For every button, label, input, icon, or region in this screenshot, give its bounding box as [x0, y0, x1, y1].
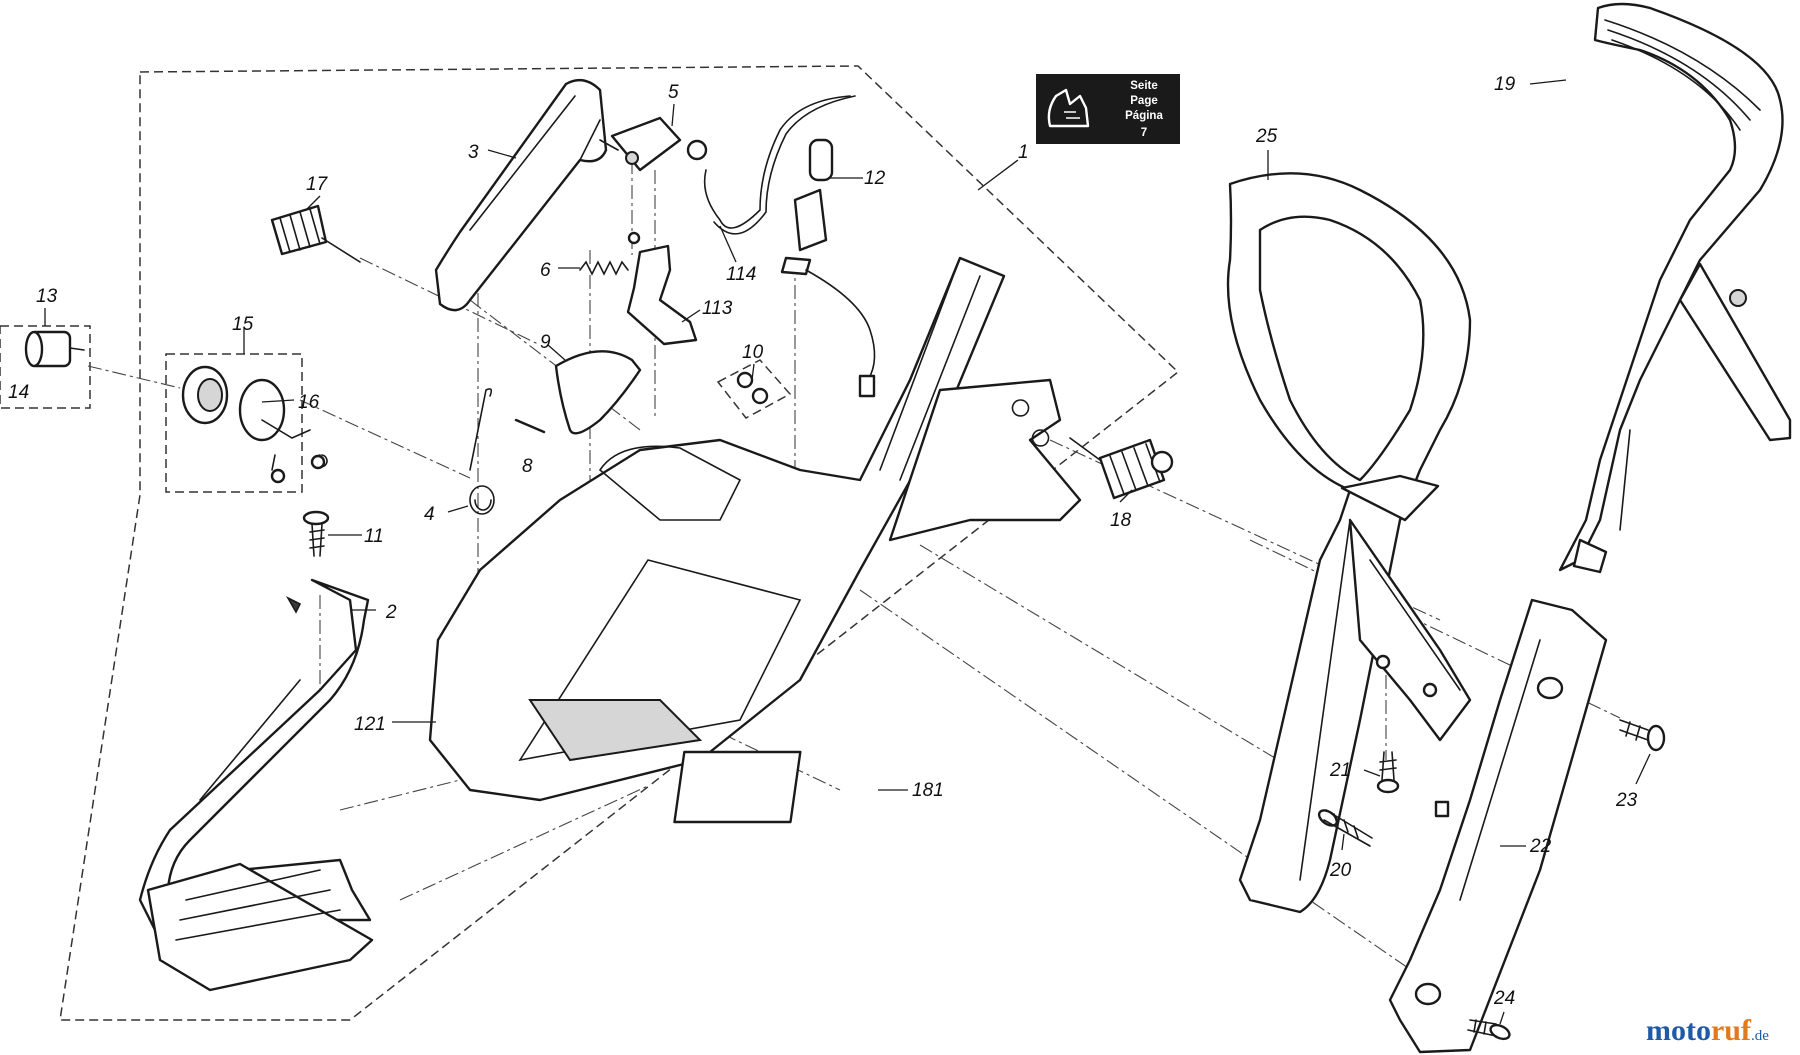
callout-labels: 1 2 3 4 5 6 8 9 10 11 12 13 14 15 16 17 … — [8, 74, 1638, 1009]
pin-8 — [514, 418, 546, 434]
callout-11: 11 — [364, 526, 384, 547]
callout-20: 20 — [1329, 860, 1352, 881]
callout-12: 12 — [864, 168, 886, 189]
grip-plug-part — [24, 330, 85, 368]
callout-14: 14 — [8, 382, 29, 403]
callout-17: 17 — [306, 174, 329, 195]
callout-4: 4 — [424, 504, 435, 525]
handle-cover-22 — [1388, 598, 1608, 1054]
callout-21: 21 — [1329, 760, 1351, 781]
callout-2: 2 — [385, 602, 397, 623]
callout-25: 25 — [1255, 126, 1278, 147]
ref-line-number: 7 — [1141, 127, 1147, 139]
hand-guard-icon — [1047, 88, 1090, 128]
callout-19: 19 — [1494, 74, 1516, 95]
spring-6 — [579, 231, 641, 276]
screw-23 — [1619, 719, 1666, 752]
callout-114: 114 — [726, 264, 756, 285]
main-housing-121 — [428, 256, 1082, 802]
top-handle-bow-19 — [1558, 2, 1792, 574]
callout-8: 8 — [522, 456, 533, 477]
callout-24: 24 — [1493, 988, 1515, 1009]
callout-121: 121 — [354, 714, 386, 735]
ref-line-page: Page — [1130, 95, 1158, 107]
callout-6: 6 — [540, 260, 551, 281]
cover-plate-9 — [554, 350, 642, 435]
assembly-boundary — [59, 65, 1180, 1021]
callout-9: 9 — [540, 332, 551, 353]
ref-line-pagina: Página — [1125, 110, 1163, 122]
torsion-spring-4 — [469, 388, 495, 515]
svg-text:motoruf.de: motoruf.de — [1646, 1014, 1769, 1047]
callout-18: 18 — [1110, 510, 1132, 531]
watermark-part-a: moto — [1646, 1014, 1711, 1047]
ref-line-seite: Seite — [1130, 80, 1158, 92]
cable-switch-12 — [703, 95, 876, 398]
leader-lines — [44, 79, 1651, 1025]
callout-23: 23 — [1615, 790, 1638, 811]
watermark-logo: motoruf.de — [1646, 1014, 1769, 1047]
screw-20 — [1317, 809, 1373, 847]
callout-3: 3 — [468, 142, 479, 163]
callout-181: 181 — [912, 780, 944, 801]
kit-box-15 — [165, 353, 303, 493]
trigger-113 — [626, 244, 698, 346]
front-handle-bow-25 — [1226, 172, 1472, 914]
buffer-spring-18 — [1069, 437, 1174, 500]
handle-cover-3 — [434, 78, 608, 312]
callout-22: 22 — [1529, 836, 1552, 857]
callout-15: 15 — [232, 314, 254, 335]
watermark-suffix: .de — [1751, 1028, 1769, 1044]
bushing-part — [181, 365, 328, 484]
screw-11 — [302, 510, 330, 557]
watermark-part-b: ruf — [1711, 1014, 1752, 1047]
callout-1: 1 — [1018, 142, 1029, 163]
callout-16: 16 — [298, 392, 320, 413]
callout-10: 10 — [742, 342, 764, 363]
rear-handle-2 — [138, 578, 374, 992]
buffer-spring-17 — [270, 204, 361, 263]
screw-21 — [1376, 751, 1400, 794]
callout-5: 5 — [668, 82, 679, 103]
callout-13: 13 — [36, 286, 58, 307]
label-181 — [673, 750, 802, 824]
callout-113: 113 — [702, 298, 733, 319]
screw-24 — [1467, 1019, 1511, 1041]
page-reference-box: Seite Page Página 7 — [1036, 74, 1180, 144]
trigger-lock-5 — [599, 116, 708, 172]
